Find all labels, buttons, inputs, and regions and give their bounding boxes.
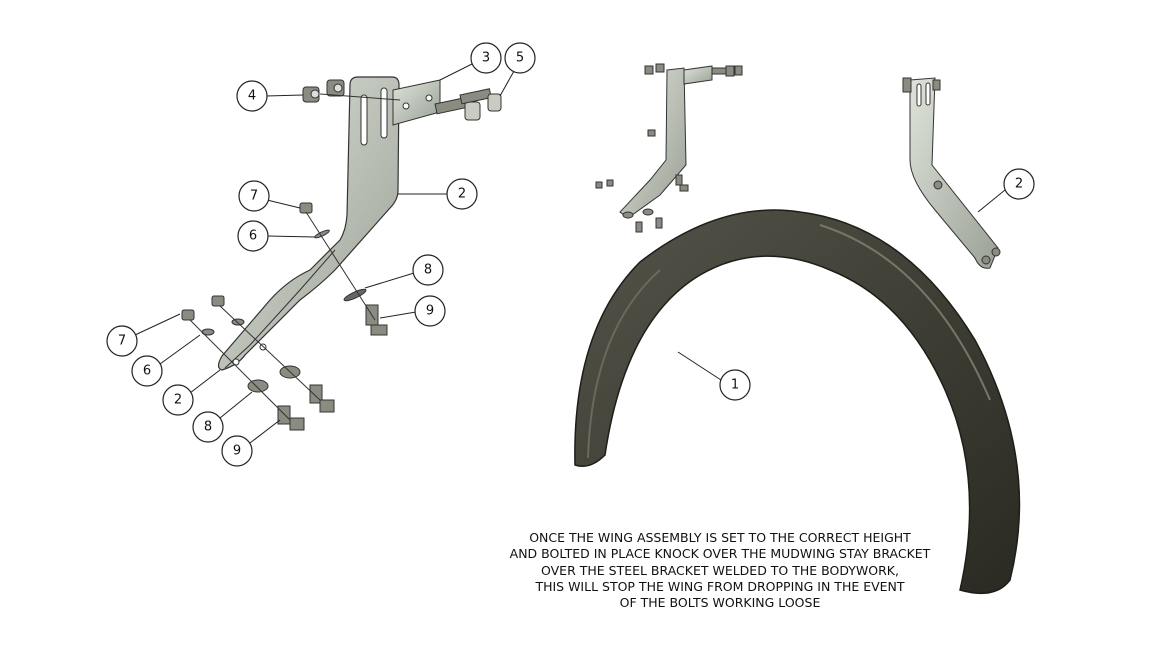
svg-text:7: 7 [118, 334, 126, 349]
svg-text:3: 3 [482, 51, 490, 66]
assembly-note: ONCE THE WING ASSEMBLY IS SET TO THE COR… [470, 530, 970, 611]
svg-text:2: 2 [174, 393, 182, 408]
svg-text:2: 2 [458, 187, 466, 202]
note-line: ONCE THE WING ASSEMBLY IS SET TO THE COR… [529, 530, 911, 545]
svg-text:9: 9 [233, 444, 241, 459]
mounting-plate [392, 79, 441, 126]
callout-8: 8 [412, 254, 444, 286]
callout-2: 2 [1003, 168, 1035, 200]
note-line: AND BOLTED IN PLACE KNOCK OVER THE MUDWI… [509, 546, 931, 562]
svg-text:2: 2 [1015, 177, 1023, 192]
svg-text:6: 6 [143, 364, 151, 379]
callout-2: 2 [446, 178, 478, 210]
stay-bracket-exploded [217, 76, 400, 371]
callout-6: 6 [131, 355, 163, 387]
callout-9: 9 [221, 435, 253, 467]
stay-bracket-side-view [902, 77, 1001, 269]
note-line: OF THE BOLTS WORKING LOOSE [619, 595, 821, 611]
callout-2: 2 [162, 384, 194, 416]
note-line: THIS WILL STOP THE WING FROM DROPPING IN… [535, 578, 905, 594]
callout-7: 7 [106, 325, 138, 357]
callout-4: 4 [236, 80, 268, 112]
callout-7: 7 [238, 180, 270, 212]
callout-5: 5 [504, 42, 536, 74]
callout-8: 8 [192, 411, 224, 443]
callout-1: 1 [719, 369, 751, 401]
callout-3: 3 [470, 42, 502, 74]
svg-text:1: 1 [731, 378, 739, 393]
svg-text:8: 8 [204, 420, 212, 435]
note-line: OVER THE STEEL BRACKET WELDED TO THE BOD… [541, 562, 899, 578]
hardware-nuts-bolts [181, 79, 502, 431]
callout-6: 6 [237, 220, 269, 252]
svg-text:6: 6 [249, 229, 257, 244]
leader-lines [134, 63, 1006, 444]
svg-text:5: 5 [516, 51, 524, 66]
callout-9: 9 [414, 295, 446, 327]
bracket-assembled-view [595, 63, 743, 233]
svg-text:8: 8 [424, 263, 432, 278]
svg-text:4: 4 [248, 89, 256, 104]
svg-text:7: 7 [250, 189, 258, 204]
mudwing-fender [574, 209, 1021, 595]
svg-text:9: 9 [426, 304, 434, 319]
